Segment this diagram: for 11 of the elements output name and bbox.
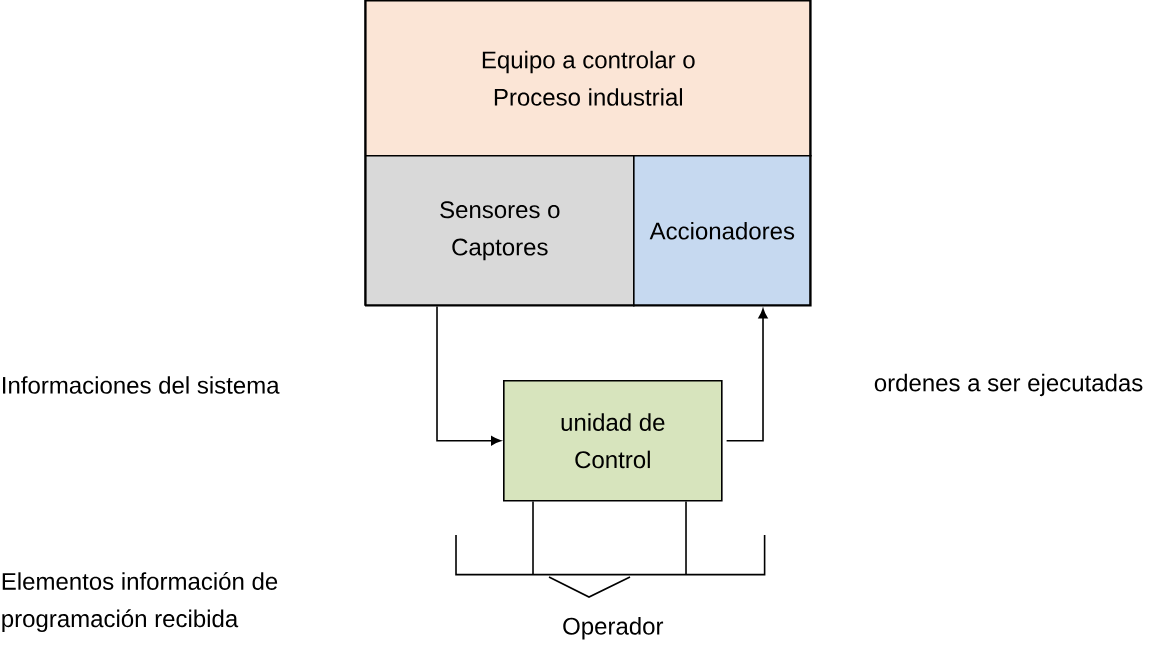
- node-text: Operador: [563, 617, 664, 640]
- sensor-box: Sensores o Captores: [365, 155, 635, 307]
- arrow: [436, 305, 501, 446]
- control-box: unidad de Control: [503, 380, 723, 502]
- note-text: Elementos información de programación recibida: [2, 572, 278, 632]
- arrow: [725, 308, 768, 442]
- note-text: ordenes a ser ejecutadas: [874, 373, 1143, 397]
- process-box: Equipo a controlar o Proceso industrial: [365, 0, 812, 157]
- bracket: [455, 534, 766, 598]
- actuator-box: Accionadores: [633, 155, 812, 307]
- note-text: Informaciones del sistema: [3, 376, 280, 394]
